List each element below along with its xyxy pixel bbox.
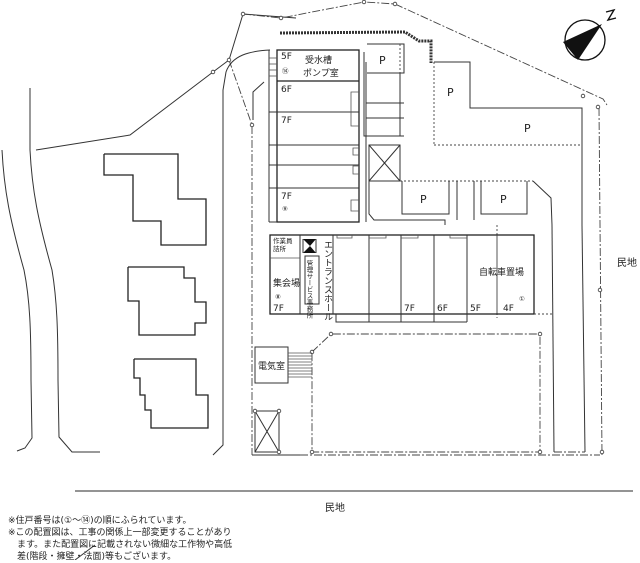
parking-label: P: [447, 86, 454, 99]
note-line: ※住戸番号は(①〜⑭)の順にふられています。: [8, 516, 192, 526]
parking-label: P: [500, 193, 507, 206]
worker-room-label: 作業員: [273, 236, 293, 245]
note-line: ます。また配置図に記載されない微細な工作物や高低: [8, 540, 233, 550]
floor-label: 7F: [273, 304, 284, 314]
south-wing: [269, 234, 552, 323]
neighbor-boundary-nw: [35, 13, 297, 151]
worker-room-label: 詰所: [273, 244, 287, 253]
neighbor-building-2: [127, 266, 207, 336]
unit-number: ⑨: [282, 205, 288, 213]
parking-label: P: [420, 193, 427, 206]
open-lot: [309, 331, 543, 455]
retaining-wall: [279, 30, 433, 63]
parking-label: P: [379, 54, 386, 67]
site-boundary: [210, 0, 608, 456]
trash-area: [252, 408, 282, 455]
meeting-hall-label: 集会場: [273, 277, 300, 289]
floor-label: 7F: [281, 192, 292, 202]
corridor: [363, 52, 446, 225]
note-line: 差(階段・擁壁・法面)等もございます。: [8, 552, 177, 562]
floor-label: 4F: [503, 304, 514, 314]
entrance-hall-label: エントランスホール: [322, 240, 333, 321]
parking-area: [367, 43, 583, 318]
facility-label-2: ポンプ室: [303, 67, 339, 79]
neighbor-label-south: 民地: [325, 501, 345, 514]
floor-label: 5F: [281, 52, 292, 62]
floor-label: 7F: [281, 116, 292, 126]
left-road: [1, 88, 100, 560]
north-arrow-icon: [563, 8, 617, 61]
floor-label: 6F: [281, 85, 292, 95]
east-lines: [551, 224, 586, 453]
bicycle-parking-label: 自転車置場: [479, 266, 524, 278]
neighbor-label-east: 民地: [617, 256, 637, 269]
north-wing: [268, 49, 360, 223]
facility-label-1: 受水槽: [305, 54, 332, 66]
note-line: ※この配置図は、工事の関係上一部変更することがあり: [8, 528, 232, 538]
floor-label: 7F: [404, 304, 415, 314]
neighbor-building-3: [133, 358, 209, 429]
parking-label: P: [524, 122, 531, 135]
neighbor-building-1: [103, 153, 207, 246]
electric-room-label: 電気室: [258, 360, 285, 372]
electric-room: [254, 346, 312, 384]
floor-label: 5F: [470, 304, 481, 314]
driveway: [212, 49, 271, 456]
unit-number: ①: [519, 295, 525, 303]
unit-number: ⑧: [275, 293, 281, 301]
floor-label: 6F: [437, 304, 448, 314]
management-office-label: 管理サービス事務所: [305, 259, 313, 320]
unit-number: ⑭: [282, 67, 289, 75]
